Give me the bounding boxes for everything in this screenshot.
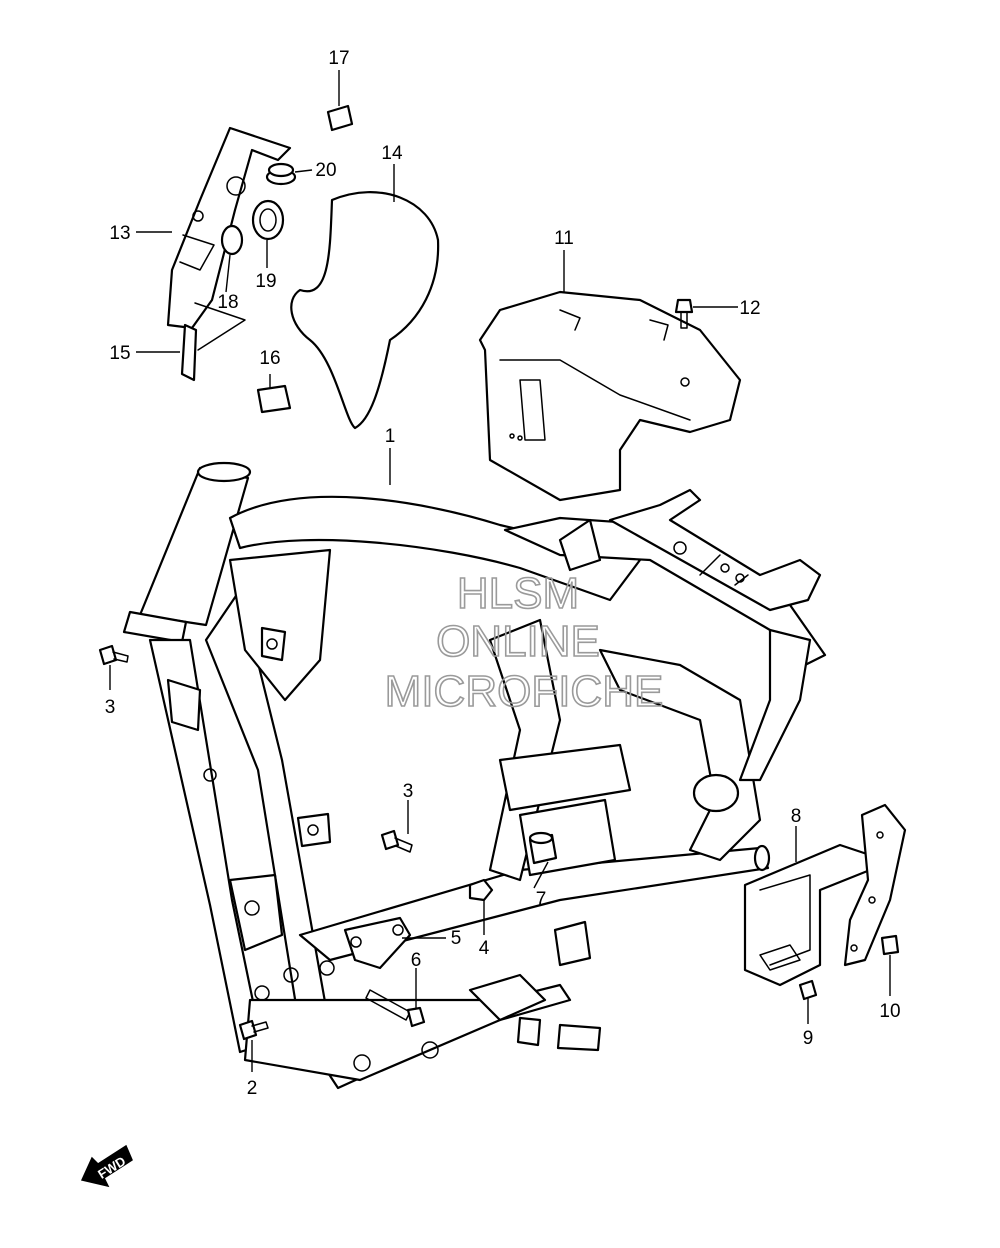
- bolt-12[interactable]: [674, 298, 694, 329]
- callout-17: 17: [328, 48, 349, 69]
- callout-2: 2: [247, 1078, 258, 1099]
- rubber-cushion-17[interactable]: [326, 104, 354, 132]
- long-bolt-6[interactable]: [365, 989, 426, 1028]
- bolt-3-upper[interactable]: [98, 644, 129, 666]
- bolt-2[interactable]: [238, 1019, 269, 1041]
- watermark: HLSM ONLINE MICROFICHE: [384, 568, 664, 717]
- bolt-9[interactable]: [798, 979, 818, 1001]
- callout-18: 18: [217, 292, 238, 313]
- callout-14: 14: [381, 143, 403, 164]
- callout-20: 20: [315, 160, 336, 181]
- engine-mount-bracket-5[interactable]: [343, 916, 412, 970]
- cushion-18[interactable]: [220, 224, 244, 256]
- callout-15: 15: [109, 343, 130, 364]
- bolt-10[interactable]: [880, 934, 900, 956]
- mount-bracket-assembly-8[interactable]: [743, 803, 907, 987]
- callout-19: 19: [255, 271, 276, 292]
- callout-3-lower: 3: [403, 781, 414, 802]
- grommet-20[interactable]: [265, 162, 297, 186]
- callout-labels: 1 2 3 3 4 5 6 7 8 9 10 11 12 13 14 15 16…: [105, 48, 901, 1099]
- callout-3-upper: 3: [105, 697, 116, 718]
- callout-7: 7: [536, 889, 547, 910]
- forward-direction-arrow-icon: FWD: [80, 1144, 133, 1188]
- spacer-7[interactable]: [528, 831, 558, 865]
- callout-12: 12: [739, 298, 760, 319]
- callout-13: 13: [109, 223, 130, 244]
- rubber-cushion-16[interactable]: [256, 384, 292, 414]
- battery-holder[interactable]: [478, 290, 742, 502]
- callout-6: 6: [411, 950, 422, 971]
- bolt-3-lower[interactable]: [380, 829, 413, 853]
- watermark-line-3: MICROFICHE: [385, 667, 664, 716]
- callout-10: 10: [879, 1001, 900, 1022]
- callout-4: 4: [479, 938, 490, 959]
- frame-head-cover[interactable]: [290, 191, 440, 430]
- watermark-line-2: ONLINE: [436, 617, 600, 666]
- callout-8: 8: [791, 806, 802, 827]
- main-frame[interactable]: [122, 461, 827, 1090]
- nut-4[interactable]: [468, 878, 494, 902]
- callout-11: 11: [554, 228, 574, 249]
- watermark-line-1: HLSM: [457, 569, 579, 618]
- callout-16: 16: [259, 348, 280, 369]
- grommet-19[interactable]: [251, 199, 285, 241]
- callout-1: 1: [385, 426, 396, 447]
- cover-strip[interactable]: [180, 302, 246, 382]
- callout-9: 9: [803, 1028, 814, 1049]
- leader-lines: [109, 70, 891, 1072]
- callout-5: 5: [451, 928, 462, 949]
